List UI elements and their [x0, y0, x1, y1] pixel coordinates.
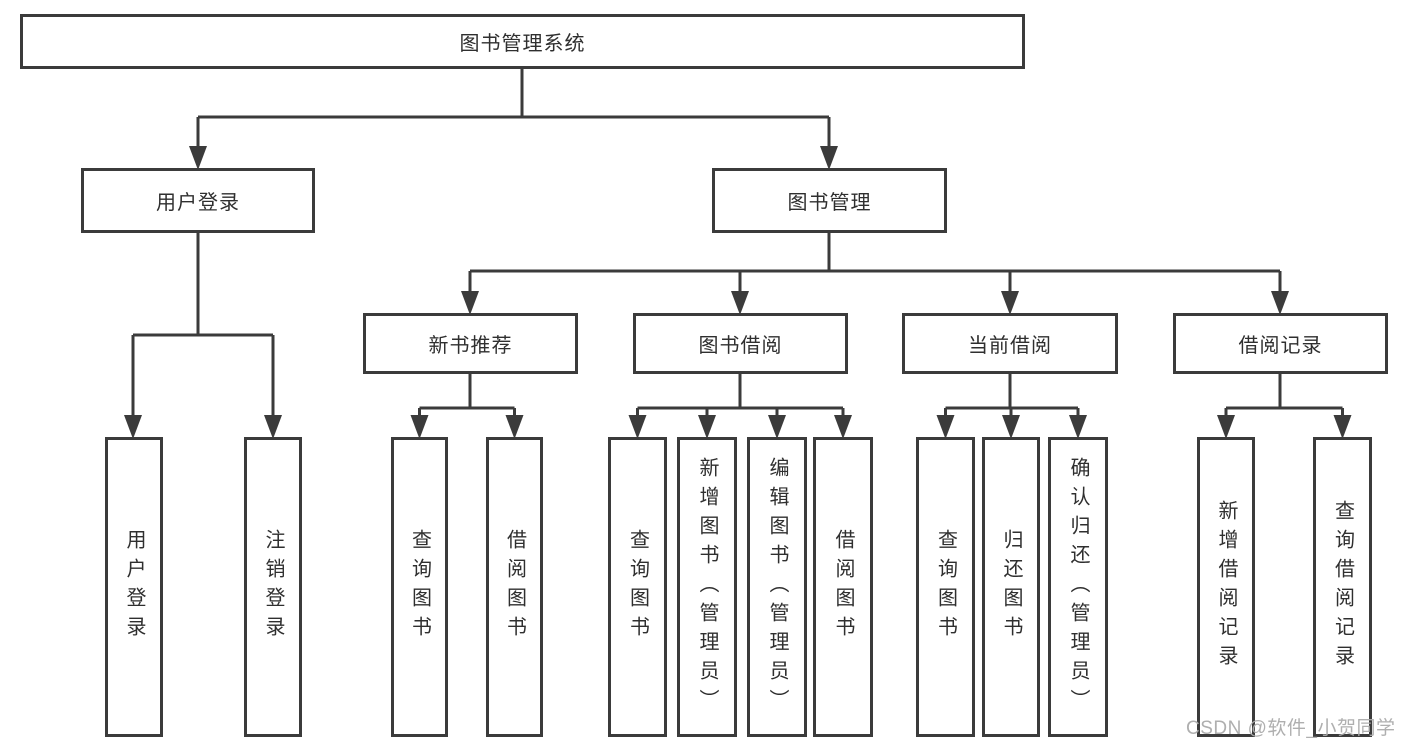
arrowhead — [1002, 415, 1020, 439]
node-leaf-logout: 注销登录 — [244, 437, 302, 737]
node-label: 新增图书（管理员） — [696, 456, 718, 718]
connector-book-borrowing — [636, 374, 845, 417]
node-leaf-query-books-borrow: 查询图书 — [608, 437, 667, 737]
node-leaf-query-books-recommend: 查询图书 — [391, 437, 448, 737]
arrowhead — [768, 415, 786, 439]
node-label: 查询图书 — [934, 529, 957, 645]
node-label: 图书管理 — [787, 192, 872, 214]
node-label: 注销登录 — [262, 529, 284, 645]
node-user-login: 用户登录 — [81, 168, 315, 233]
node-new-book-recommend: 新书推荐 — [363, 313, 578, 374]
connector-book-management — [468, 233, 1282, 293]
node-label: 图书管理系统 — [459, 33, 586, 55]
node-label: 查询图书 — [408, 529, 431, 645]
node-leaf-add-books-admin: 新增图书（管理员） — [677, 437, 737, 737]
arrowhead — [124, 415, 142, 439]
node-leaf-confirm-return-admin: 确认归还（管理员） — [1048, 437, 1108, 737]
node-label: 查询借阅记录 — [1331, 500, 1354, 674]
connector-user-login — [131, 233, 275, 417]
node-label: 确认归还（管理员） — [1067, 456, 1089, 718]
arrowhead — [834, 415, 852, 439]
node-label: 用户登录 — [156, 192, 240, 214]
arrowhead — [698, 415, 716, 439]
node-library-system: 图书管理系统 — [20, 14, 1025, 69]
node-label: 新书推荐 — [428, 335, 513, 357]
connector-borrowing-records — [1224, 374, 1344, 417]
node-book-borrowing: 图书借阅 — [633, 313, 848, 374]
node-leaf-return-books: 归还图书 — [982, 437, 1040, 737]
arrowhead — [410, 415, 429, 439]
arrowhead — [505, 415, 524, 439]
node-leaf-edit-books-admin: 编辑图书（管理员） — [747, 437, 807, 737]
arrowhead — [461, 291, 479, 315]
node-label: 借阅图书 — [832, 529, 854, 645]
arrowhead — [731, 291, 749, 315]
arrowhead — [1271, 291, 1289, 315]
node-leaf-borrow-books: 借阅图书 — [813, 437, 873, 737]
connector-new-book-recommend — [418, 374, 516, 417]
node-leaf-add-borrow-record: 新增借阅记录 — [1197, 437, 1255, 737]
node-label: 查询图书 — [626, 529, 649, 645]
node-label: 新增借阅记录 — [1215, 500, 1237, 674]
node-leaf-borrow-books-recommend: 借阅图书 — [486, 437, 543, 737]
node-borrowing-records: 借阅记录 — [1173, 313, 1388, 374]
arrowhead — [264, 415, 282, 439]
arrowhead — [1069, 415, 1087, 439]
connector-current-borrowing — [944, 374, 1080, 417]
arrowhead — [1217, 415, 1235, 439]
node-current-borrowing: 当前借阅 — [902, 313, 1118, 374]
arrowhead — [820, 146, 838, 170]
arrowhead — [1001, 291, 1019, 315]
arrowhead — [628, 415, 647, 439]
arrowhead — [1333, 415, 1352, 439]
node-label: 借阅图书 — [503, 529, 526, 645]
node-leaf-user-login: 用户登录 — [105, 437, 163, 737]
node-leaf-query-borrow-record: 查询借阅记录 — [1313, 437, 1372, 737]
node-label: 编辑图书（管理员） — [766, 456, 788, 718]
watermark: CSDN @软件_小贺同学 — [1186, 718, 1396, 739]
connector-root — [196, 69, 831, 148]
node-label: 借阅记录 — [1238, 335, 1323, 357]
node-leaf-query-books-current: 查询图书 — [916, 437, 975, 737]
node-label: 当前借阅 — [968, 335, 1052, 357]
node-label: 图书借阅 — [698, 335, 783, 357]
arrowhead — [936, 415, 955, 439]
arrowhead — [189, 146, 207, 170]
node-label: 用户登录 — [123, 529, 145, 645]
node-label: 归还图书 — [1000, 529, 1022, 645]
node-book-management: 图书管理 — [712, 168, 947, 233]
